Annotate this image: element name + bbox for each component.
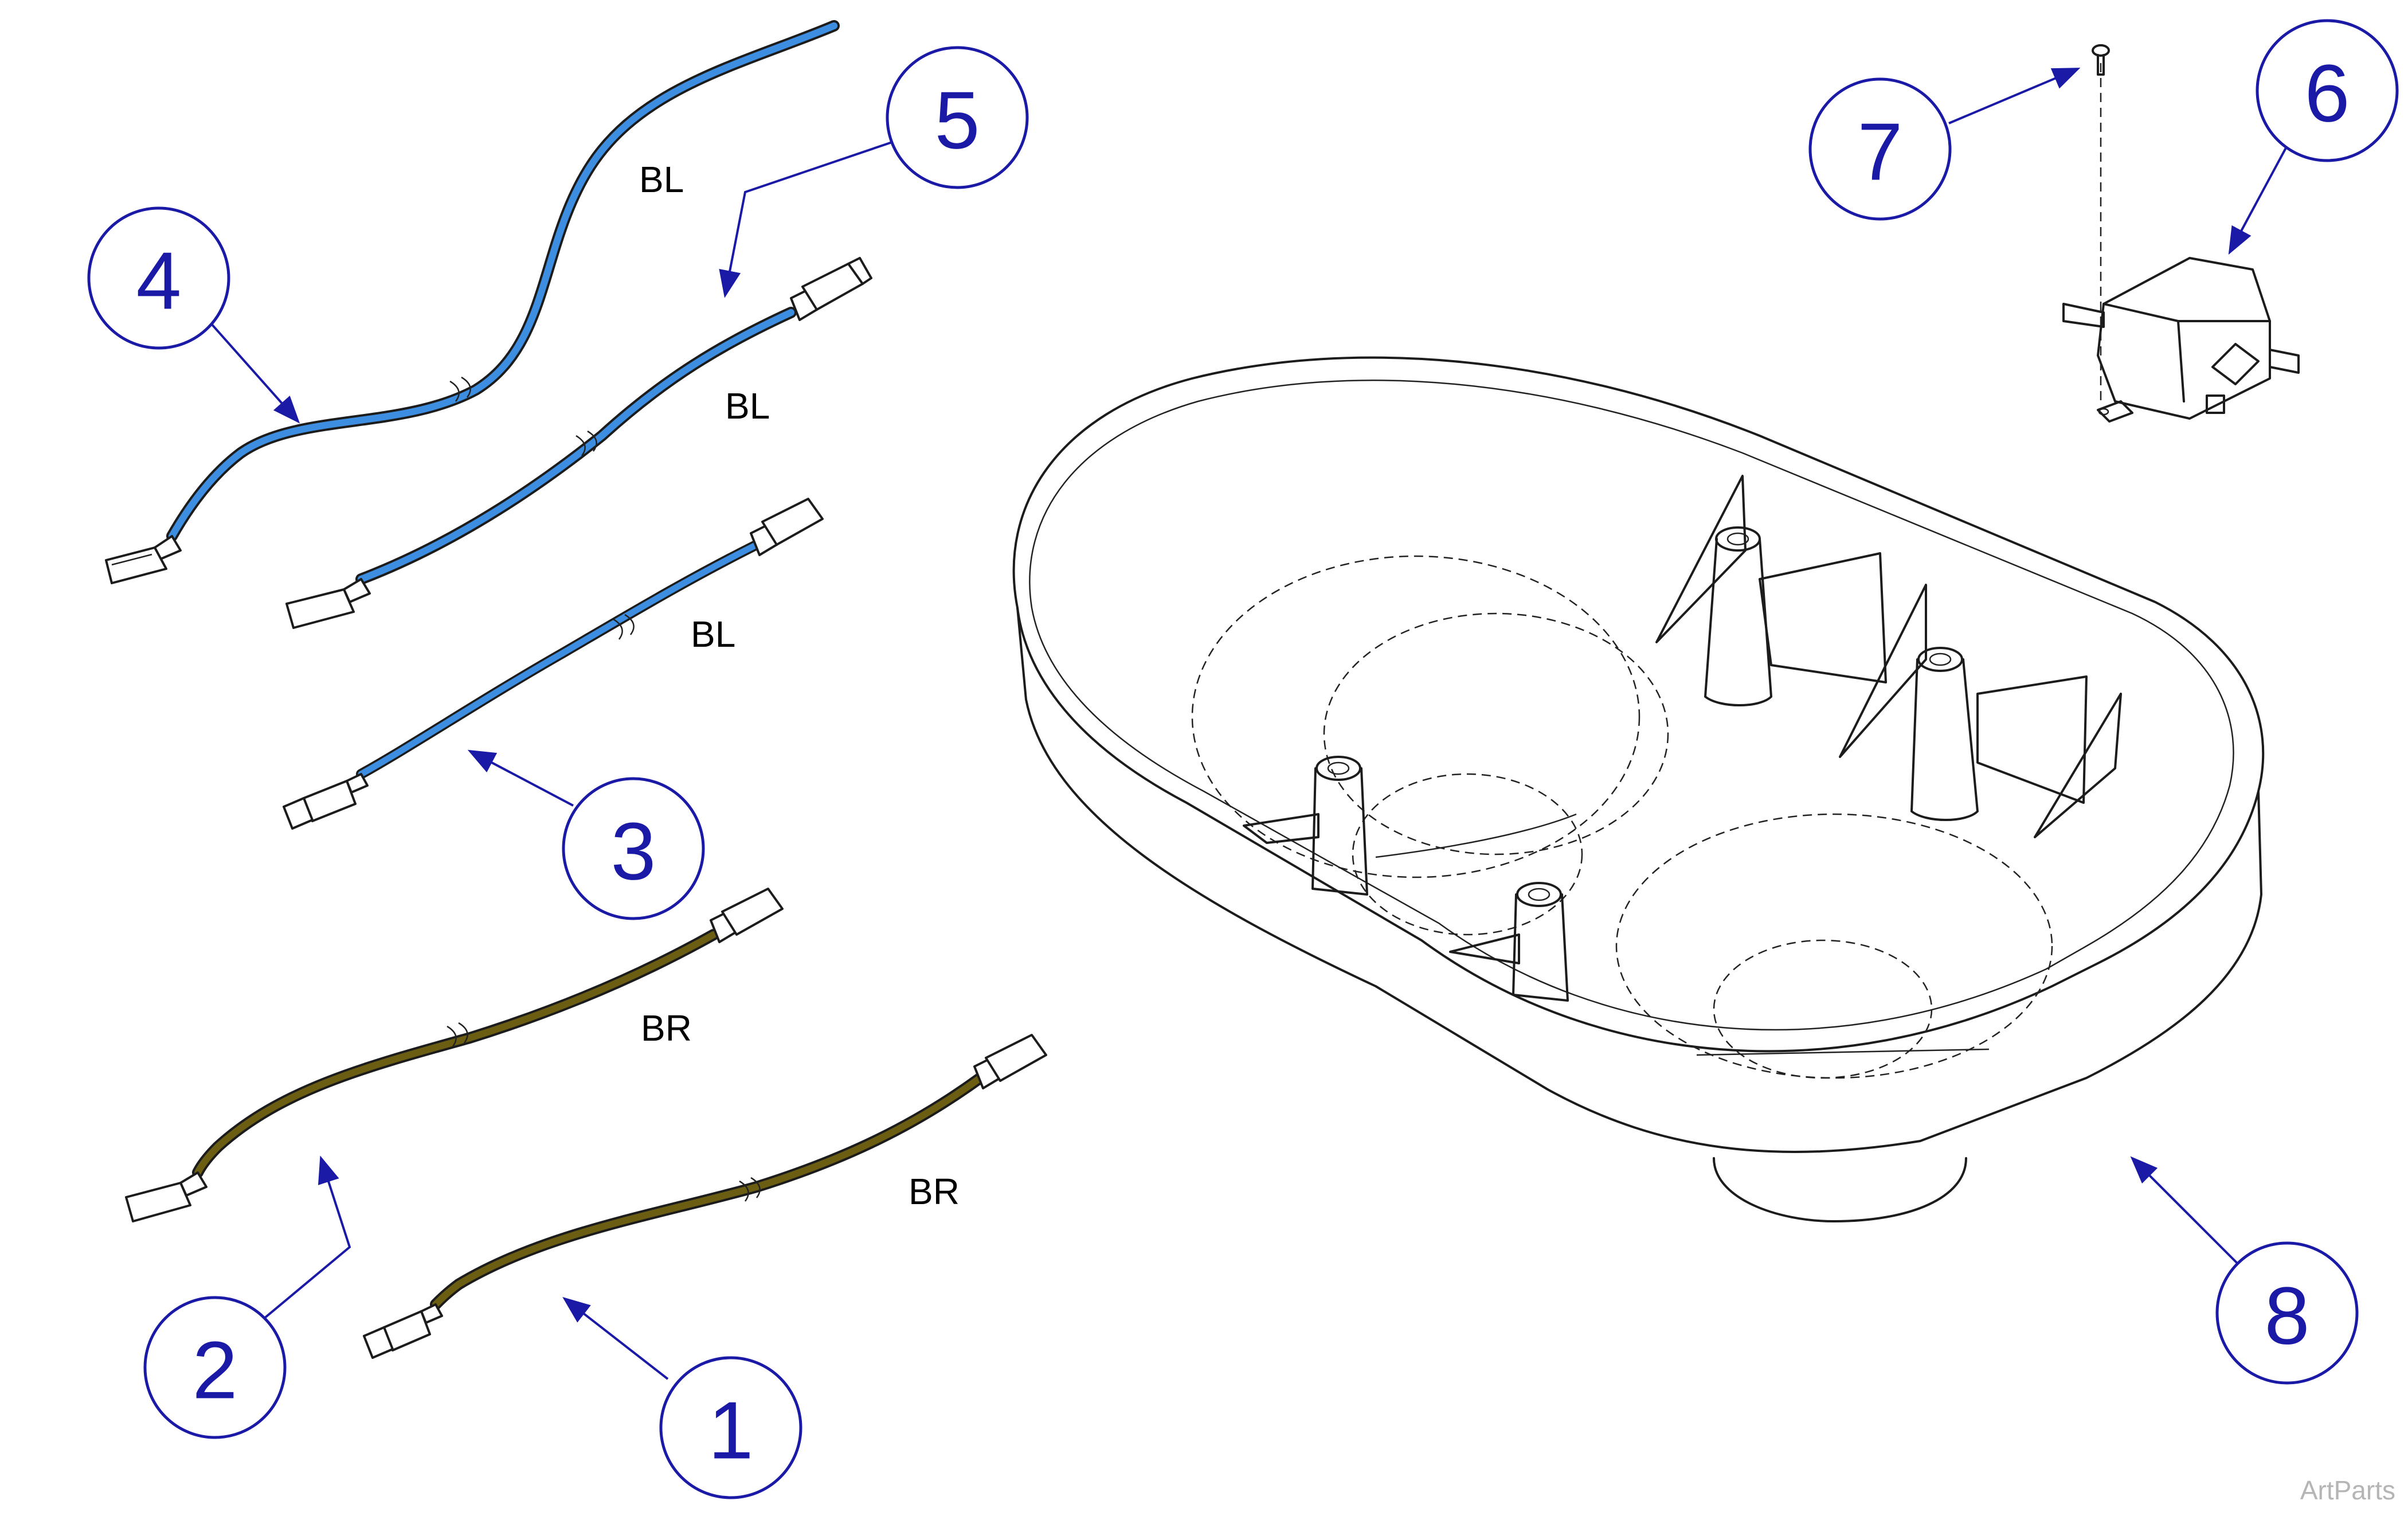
screw-part [2092, 44, 2110, 76]
callout-balloon-7: 7 [1808, 77, 1952, 221]
wire-3 [283, 498, 824, 830]
leader-1 [562, 1297, 669, 1380]
callout-balloon-5: 5 [886, 46, 1029, 189]
callout-balloon-2: 2 [143, 1296, 287, 1439]
wire-3-color-label: BL [691, 614, 735, 655]
callout-number: 3 [611, 806, 656, 897]
tray-post [1512, 882, 1569, 1002]
callout-balloon-1: 1 [659, 1356, 802, 1499]
wire-2-color-label: BR [641, 1007, 692, 1049]
wire-5 [285, 257, 872, 629]
callout-balloon-6: 6 [2256, 19, 2399, 162]
callout-balloon-4: 4 [87, 206, 230, 350]
callout-number: 7 [1858, 107, 1903, 198]
callout-number: 2 [193, 1325, 238, 1416]
wire-5-terminal [285, 578, 371, 629]
leader-4 [205, 317, 300, 424]
wire-3-flag-terminal [283, 773, 369, 830]
wire-1-flag-terminal [363, 1303, 443, 1359]
wire-5-female-connector [790, 257, 872, 321]
watermark: ArtParts [2300, 1475, 2395, 1505]
callout-number: 5 [935, 75, 980, 166]
callout-number: 4 [136, 236, 182, 327]
wire-1-female-connector [973, 1034, 1047, 1089]
wire-4 [105, 20, 840, 584]
wire-2 [125, 888, 784, 1222]
leader-5 [719, 139, 898, 298]
tray-post [1311, 756, 1368, 896]
leader-3 [467, 749, 574, 807]
callout-balloon-3: 3 [562, 777, 705, 920]
leader-6 [2228, 140, 2291, 255]
wire-3-female-connector [750, 498, 824, 556]
wire-2-terminal [125, 1171, 207, 1222]
wire-5-color-label: BL [725, 385, 770, 427]
callout-number: 8 [2265, 1271, 2310, 1362]
wire-4-color-label: BL [639, 159, 684, 200]
wire-2-female-connector [710, 888, 784, 943]
wire-1-color-label: BR [909, 1171, 960, 1212]
tray-post [1910, 647, 1979, 821]
callout-balloon-8: 8 [2215, 1241, 2359, 1385]
tray-part [1012, 356, 2265, 1222]
callout-number: 1 [708, 1385, 754, 1476]
leader-8 [2130, 1156, 2242, 1268]
wire-4-terminal [105, 535, 182, 584]
tray-post [1704, 526, 1772, 706]
leader-7 [1948, 68, 2081, 124]
relay-part [2062, 63, 2300, 423]
wire-1 [363, 1034, 1047, 1359]
callout-number: 6 [2305, 48, 2350, 139]
leader-2 [263, 1155, 351, 1320]
